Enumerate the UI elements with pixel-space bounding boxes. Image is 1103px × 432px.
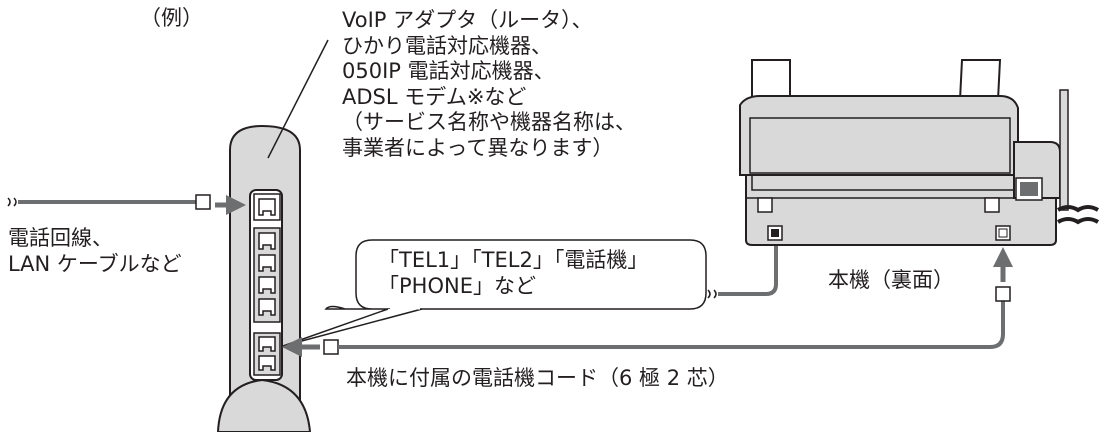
port-callout-line: 「TEL1」「TEL2」「電話機」 xyxy=(378,248,649,272)
supplied-cord xyxy=(323,286,1011,355)
line-in-label-line: LAN ケーブルなど xyxy=(8,251,182,276)
example-label: （例） xyxy=(140,6,203,30)
line-in-label-line: 電話回線、 xyxy=(8,226,113,250)
adapter-description-line: 事業者によって異なります） xyxy=(342,135,614,160)
tel-ports xyxy=(253,332,281,376)
port-callout-bubble xyxy=(282,239,707,347)
line-cable xyxy=(7,194,211,210)
line-in-label: 電話回線、 LAN ケーブルなど xyxy=(8,226,182,277)
unit-label: 本機（裏面） xyxy=(828,268,954,292)
port-callout-line: 「PHONE」など xyxy=(378,273,536,298)
callout-to-unit-cable xyxy=(707,240,778,299)
fax-unit xyxy=(739,59,1100,246)
adapter-description-line: ADSL モデム※など xyxy=(342,84,527,109)
adapter-description-line: VoIP アダプタ（ルータ）、 xyxy=(342,8,593,32)
port-callout-text: 「TEL1」「TEL2」「電話機」 「PHONE」など xyxy=(378,248,648,299)
adapter-description: VoIP アダプタ（ルータ）、 ひかり電話対応機器、 050IP 電話対応機器、… xyxy=(342,8,636,161)
cord-label: 本機に付属の電話機コード（6 極 2 芯） xyxy=(346,366,729,390)
lan-ports xyxy=(253,227,281,323)
adapter-description-line: ひかり電話対応機器、 xyxy=(342,33,552,58)
adapter-description-line: 050IP 電話対応機器、 xyxy=(342,59,555,83)
adapter-leader-line xyxy=(267,39,329,159)
adapter-description-line: （サービス名称や機器名称は、 xyxy=(342,110,636,134)
line-port xyxy=(253,193,281,221)
